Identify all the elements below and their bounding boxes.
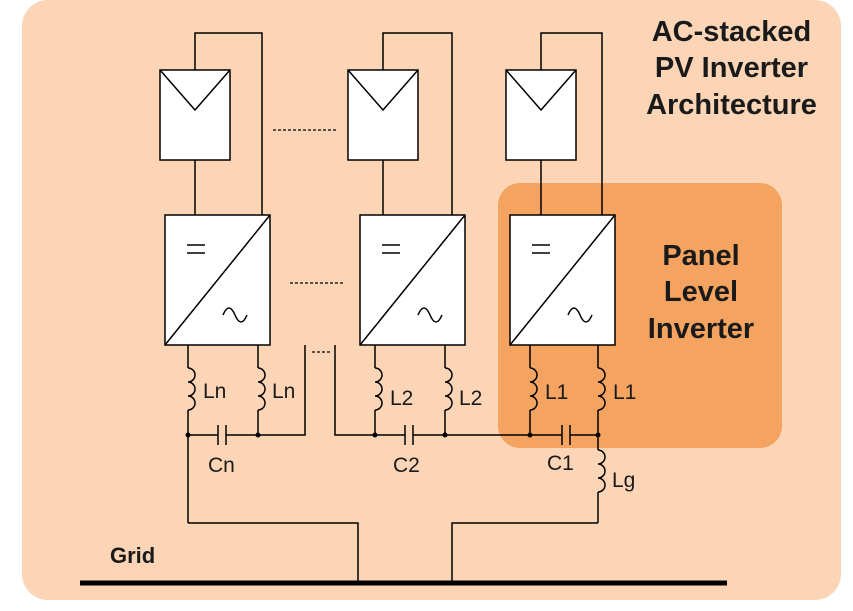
pv-panel-1 <box>505 69 577 161</box>
label-l2-left: L2 <box>390 387 413 410</box>
label-c1: C1 <box>547 452 574 475</box>
inverter-2 <box>359 214 466 346</box>
label-l2-right: L2 <box>459 387 482 410</box>
inverter-n <box>164 214 271 346</box>
title-line-3: Architecture <box>646 88 817 121</box>
diagram-title: AC-stacked PV Inverter Architecture <box>624 14 839 123</box>
highlight-line-3: Inverter <box>647 312 755 345</box>
highlight-label: Panel Level Inverter <box>626 238 776 347</box>
continuation-dashes <box>273 129 345 353</box>
pv-panel-2 <box>347 69 419 161</box>
pv-panel-n <box>159 69 231 161</box>
title-line-2: PV Inverter <box>654 52 809 85</box>
label-lg: Lg <box>612 469 635 492</box>
label-l1-right: L1 <box>613 381 636 404</box>
label-grid: Grid <box>110 543 155 568</box>
label-ln-left: Ln <box>203 380 226 403</box>
junction-dots <box>185 432 601 438</box>
highlight-line-2: Level <box>663 276 739 309</box>
label-l1-left: L1 <box>545 381 568 404</box>
label-ln-right: Ln <box>272 380 295 403</box>
inverter-1 <box>509 214 616 346</box>
highlight-line-1: Panel <box>662 240 740 272</box>
output-wires <box>187 345 599 583</box>
panel-wires <box>194 32 603 215</box>
title-line-1: AC-stacked <box>651 16 812 48</box>
label-c2: C2 <box>393 454 420 477</box>
label-cn: Cn <box>208 454 235 477</box>
